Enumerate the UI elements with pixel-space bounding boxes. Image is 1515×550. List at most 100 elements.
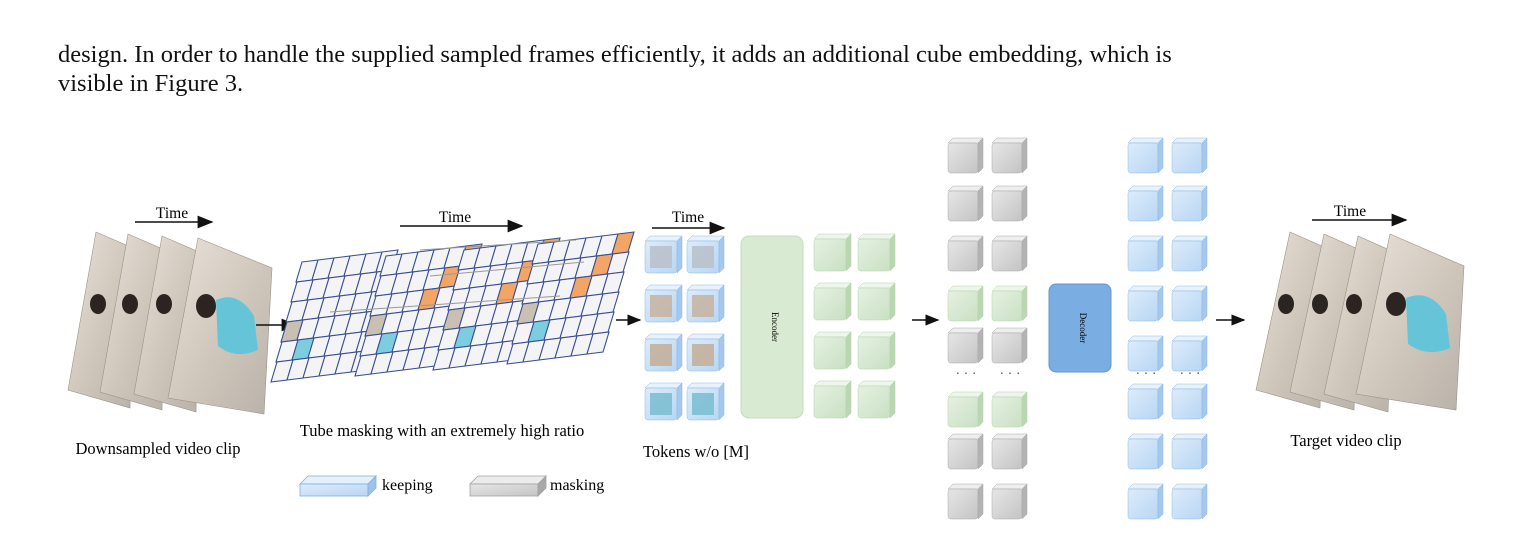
- visible-tokens: Time Tokens w/o [M]: [643, 209, 749, 461]
- reconstructed-token-cube: [1171, 483, 1208, 520]
- frame-stack: [1255, 231, 1465, 413]
- full-token-cube: [947, 235, 984, 272]
- paragraph-line-2: visible in Figure 3.: [58, 70, 244, 97]
- token-cubes: [644, 235, 725, 421]
- ellipsis-2: · · ·: [1000, 367, 1021, 382]
- full-token-cube: [991, 285, 1028, 322]
- reconstructed-token-cube: [1127, 433, 1164, 470]
- reconstructed-token-cube: [1171, 383, 1208, 420]
- token-patch: [650, 393, 672, 415]
- downsampled-clip: Time Downsampled video clip: [67, 205, 273, 458]
- body-paragraph: design. In order to handle the supplied …: [58, 40, 1478, 98]
- full-token-cube: [947, 185, 984, 222]
- token-cube: [686, 333, 725, 372]
- decoder-label: Decoder: [1078, 313, 1088, 343]
- token-patch: [650, 344, 672, 366]
- reconstructed-tokens: [1127, 137, 1208, 520]
- legend-keeping-label: keeping: [382, 477, 433, 494]
- reconstructed-token-cube: [1171, 433, 1208, 470]
- full-token-cube: [947, 483, 984, 520]
- grid-patch: [586, 331, 610, 355]
- full-token-cube: [947, 285, 984, 322]
- full-token-cube: [991, 185, 1028, 222]
- encoded-token-cube: [813, 233, 852, 272]
- masked-frame-grids: [270, 231, 635, 383]
- legend: keeping masking: [299, 475, 604, 497]
- token-cube: [686, 382, 725, 421]
- encoded-token-cube: [813, 380, 852, 419]
- decoder-block: Decoder: [1048, 283, 1112, 373]
- legend-keeping-swatch: [299, 475, 377, 497]
- token-patch: [650, 295, 672, 317]
- target-clip: Time Target video clip: [1255, 203, 1465, 450]
- full-token-cube: [947, 137, 984, 174]
- legend-masking-swatch: [469, 475, 547, 497]
- reconstructed-token-cube: [1171, 335, 1208, 372]
- ellipsis-4: · · ·: [1180, 367, 1201, 382]
- encoder-block: Encoder: [740, 235, 804, 419]
- time-arrow: Time: [135, 205, 214, 229]
- encoded-token-cube: [813, 331, 852, 370]
- ellipsis-1: · · ·: [956, 367, 977, 382]
- legend-masking-label: masking: [550, 477, 604, 494]
- target-caption: Target video clip: [1290, 431, 1401, 450]
- full-token-cube: [991, 235, 1028, 272]
- encoded-tokens: [813, 233, 896, 419]
- time-arrow: Time: [652, 209, 726, 235]
- tube-masking: Time Tube masking with an extremely high…: [270, 209, 635, 440]
- token-cube: [644, 235, 683, 274]
- reconstructed-token-cube: [1171, 185, 1208, 222]
- token-cube: [644, 382, 683, 421]
- full-token-cube: [991, 433, 1028, 470]
- reconstructed-token-cube: [1127, 137, 1164, 174]
- tube-guide-line: [419, 239, 577, 251]
- time-label: Time: [156, 205, 188, 222]
- token-patch: [650, 246, 672, 268]
- token-cube: [686, 284, 725, 323]
- full-token-cube: [947, 391, 984, 428]
- reconstructed-token-cube: [1171, 235, 1208, 272]
- encoded-token-cube: [857, 380, 896, 419]
- token-patch: [692, 344, 714, 366]
- token-cube: [644, 284, 683, 323]
- full-token-cube: [991, 137, 1028, 174]
- full-token-set: [947, 137, 1028, 520]
- reconstructed-token-cube: [1127, 235, 1164, 272]
- token-patch: [692, 295, 714, 317]
- token-cube: [686, 235, 725, 274]
- tokens-caption: Tokens w/o [M]: [643, 442, 749, 461]
- masked-frame-grid: [506, 231, 635, 365]
- tube-guide-line: [329, 295, 561, 313]
- encoded-token-cube: [857, 331, 896, 370]
- time-arrow: Time: [1312, 203, 1408, 227]
- full-token-cube: [991, 327, 1028, 364]
- reconstructed-token-cube: [1171, 285, 1208, 322]
- token-patch: [692, 393, 714, 415]
- full-token-cube: [947, 433, 984, 470]
- token-patch: [692, 246, 714, 268]
- encoded-token-cube: [857, 233, 896, 272]
- token-cube: [644, 333, 683, 372]
- reconstructed-token-cube: [1127, 383, 1164, 420]
- time-label: Time: [672, 209, 704, 226]
- time-label: Time: [1334, 203, 1366, 220]
- full-token-cube: [991, 391, 1028, 428]
- tube-guide-line: [429, 261, 585, 277]
- frame-stack: [67, 231, 273, 415]
- reconstructed-token-cube: [1171, 137, 1208, 174]
- paragraph-line-1: design. In order to handle the supplied …: [58, 41, 1172, 68]
- downsampled-caption: Downsampled video clip: [76, 439, 241, 458]
- encoded-token-cube: [857, 282, 896, 321]
- encoder-label: Encoder: [770, 312, 780, 342]
- encoded-token-cube: [813, 282, 852, 321]
- reconstructed-token-cube: [1127, 285, 1164, 322]
- tube-masking-caption: Tube masking with an extremely high rati…: [300, 421, 584, 440]
- full-token-cube: [947, 327, 984, 364]
- time-label: Time: [439, 209, 471, 226]
- reconstructed-token-cube: [1127, 335, 1164, 372]
- ellipsis-3: · · ·: [1136, 367, 1157, 382]
- full-token-cube: [991, 483, 1028, 520]
- reconstructed-token-cube: [1127, 185, 1164, 222]
- time-arrow: Time: [400, 209, 524, 233]
